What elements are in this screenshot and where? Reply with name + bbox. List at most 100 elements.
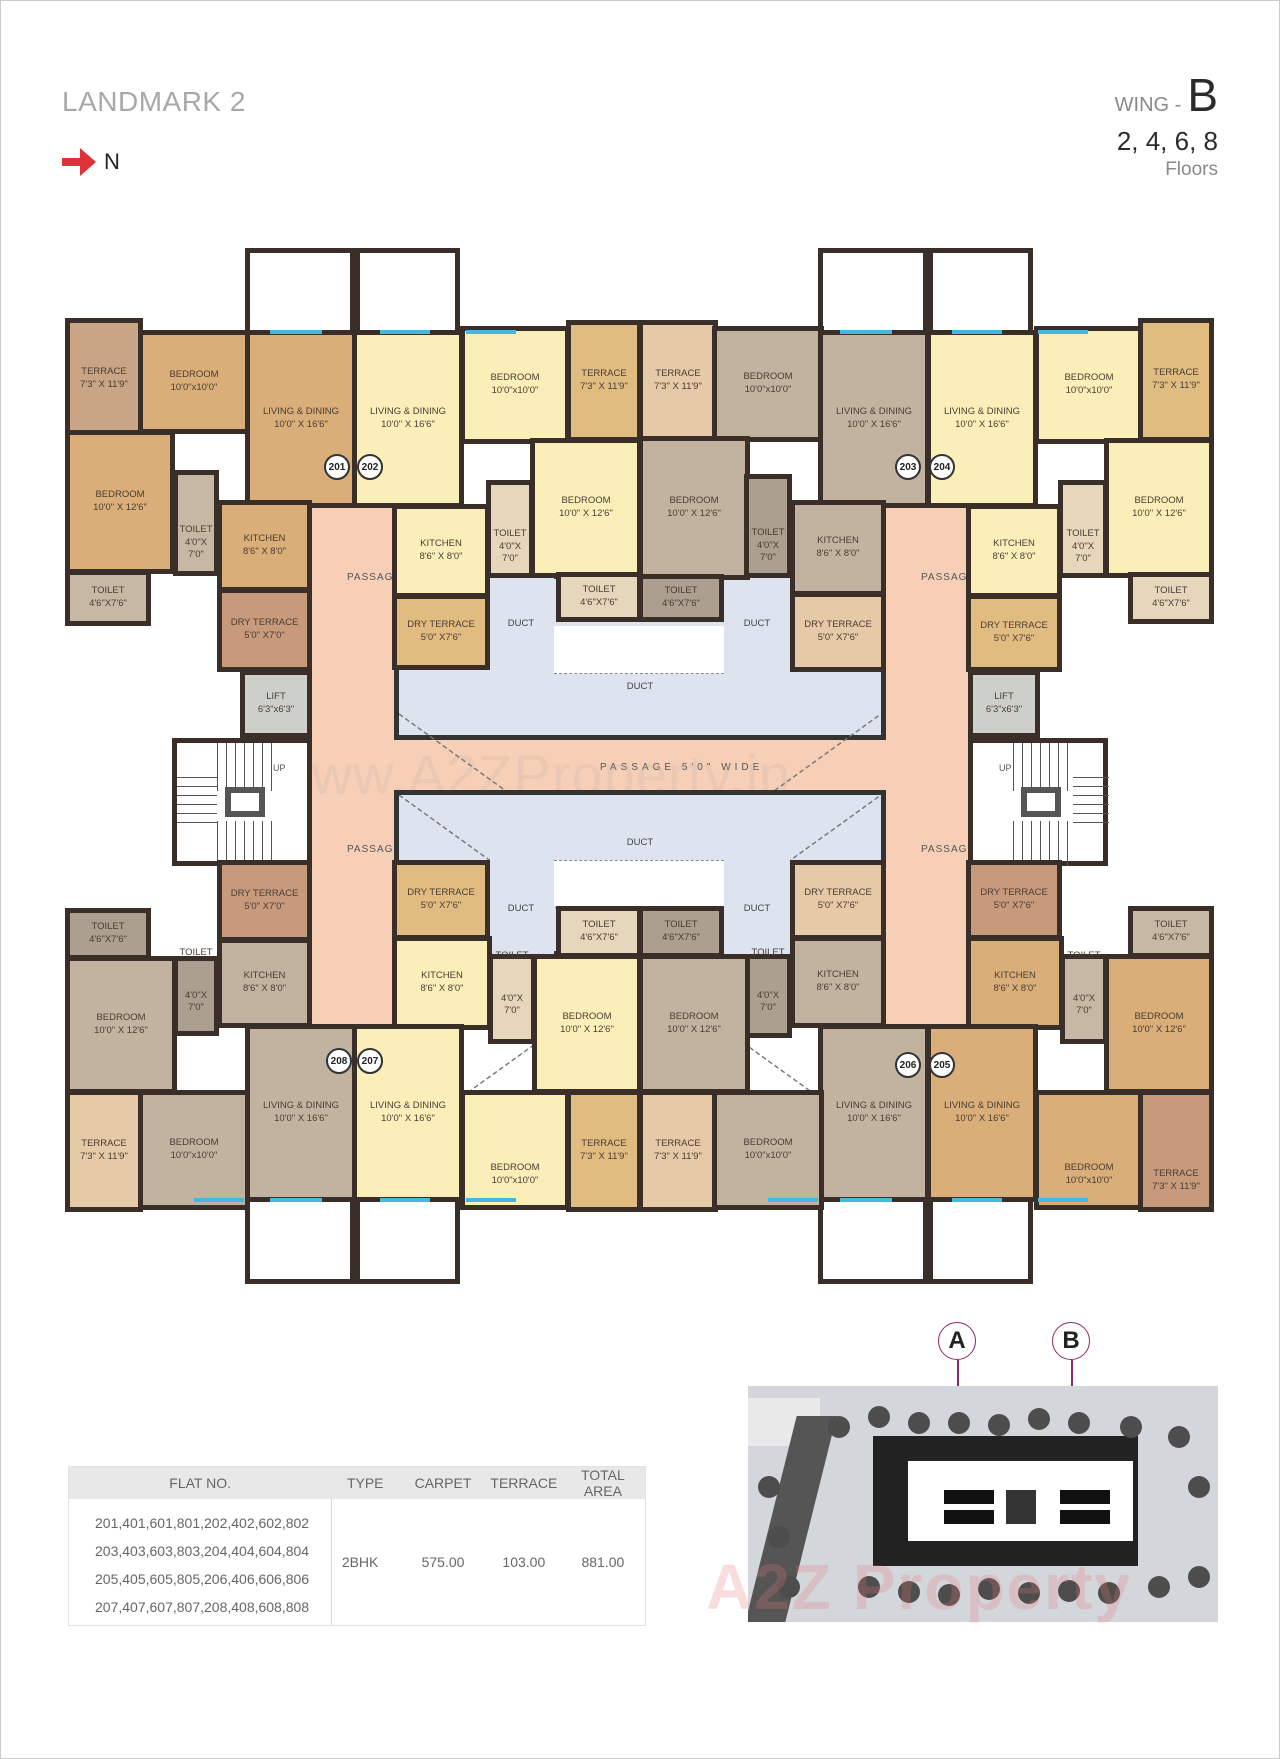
flat-numbers-line: 207,407,607,807,208,408,608,808 [95, 1599, 310, 1615]
room-label: BEDROOM [562, 1011, 612, 1023]
room-label: BEDROOM [743, 371, 793, 383]
duct-small-1: DUCT [488, 574, 554, 674]
staircase-right: UP [968, 738, 1109, 866]
wing-info: WING - B 2, 4, 6, 8 Floors [1115, 72, 1218, 181]
room-size: 5'0" X7'0" [244, 630, 285, 641]
window [270, 1198, 322, 1202]
open-shaft-bottom [554, 860, 724, 906]
room-label: TOILET [179, 523, 213, 535]
room-size: 4'0"X 7'0" [1071, 540, 1095, 565]
room-size: 7'3" X 11'9" [80, 1151, 128, 1162]
room-size: 8'6" X 8'0" [816, 982, 860, 993]
tree-icon [828, 1416, 850, 1438]
tree-icon [1188, 1476, 1210, 1498]
room-label: LIVING & DINING [369, 1100, 446, 1112]
balcony-208 [245, 1198, 355, 1284]
room-label: LIVING & DINING [835, 1100, 912, 1112]
room-label: BEDROOM [95, 489, 145, 501]
room-size: 10'0" X 16'6" [274, 419, 328, 430]
room-size: 10'0" X 16'6" [274, 1113, 328, 1124]
carpet-cell: 575.00 [421, 1554, 465, 1570]
room-label: LIFT [266, 691, 286, 703]
room-size: 7'3" X 11'9" [80, 379, 128, 390]
room-label: KITCHEN [421, 970, 463, 982]
passage-center [394, 734, 886, 790]
room-size: 10'0" X 16'6" [381, 1113, 435, 1124]
room-label: TERRACE [81, 366, 127, 378]
room-label: LIVING & DINING [943, 406, 1020, 418]
room-label: DRY TERRACE [407, 619, 475, 631]
room-size: 4'6"X7'6" [580, 932, 618, 943]
duct-small-3: DUCT [488, 860, 554, 958]
wing-letter: B [1187, 69, 1218, 121]
flat-badge-201: 201 [324, 454, 350, 480]
flat-numbers-line: 203,403,603,803,204,404,604,804 [95, 1543, 310, 1559]
room-label: TERRACE [581, 1138, 627, 1150]
room-label: DRY TERRACE [407, 887, 475, 899]
key-marker-a: A [938, 1322, 976, 1360]
room-label: DRY TERRACE [980, 887, 1048, 899]
room-size: 10'0" X 16'6" [381, 419, 435, 430]
room-label: TOILET [91, 585, 125, 597]
room-size: 7'3" X 11'9" [1152, 380, 1200, 391]
floors-label: Floors [1165, 159, 1218, 180]
tree-icon [1120, 1416, 1142, 1438]
room-label: LIVING & DINING [835, 406, 912, 418]
room-size: 10'0" X 12'6" [667, 508, 721, 519]
room-size: 8'6" X 8'0" [992, 551, 1036, 562]
col-total-area: TOTAL AREA [560, 1466, 646, 1499]
room-label: TOILET [179, 946, 213, 958]
stair-up-label: UP [999, 763, 1012, 773]
room-size: 10'0"x10'0" [744, 1150, 792, 1161]
room-label: BEDROOM [1064, 1162, 1114, 1174]
room-size: 10'0" X 12'6" [1132, 508, 1186, 519]
tree-icon [1148, 1576, 1170, 1598]
room-label: TERRACE [81, 1138, 127, 1150]
room-size: 8'6" X 8'0" [816, 548, 860, 559]
flat-badge-205: 205 [929, 1052, 955, 1078]
room-label: BEDROOM [490, 1162, 540, 1174]
tree-icon [898, 1581, 920, 1603]
room-size: 8'6" X 8'0" [993, 983, 1037, 994]
col-type: TYPE [331, 1466, 400, 1499]
wing-b-shape [1060, 1490, 1110, 1504]
col-carpet: CARPET [399, 1466, 487, 1499]
flat-badge-208: 208 [326, 1048, 352, 1074]
room-size: 5'0" X7'6" [817, 632, 859, 643]
north-indicator: N [62, 148, 120, 176]
central-core-shape [1006, 1490, 1036, 1524]
duct-label: DUCT [626, 836, 654, 848]
room-size: 7'3" X 11'9" [1152, 1181, 1200, 1192]
flat-numbers-cell: 201,401,601,801,202,402,602,802 203,403,… [68, 1499, 332, 1626]
window [466, 330, 516, 334]
balcony-204 [928, 248, 1033, 333]
room-size: 4'6"X7'6" [1152, 932, 1190, 943]
tree-icon [858, 1576, 880, 1598]
room-label: DRY TERRACE [804, 619, 872, 631]
room-label: BEDROOM [490, 372, 540, 384]
passage-label-left-top: PASSAGE [347, 570, 400, 586]
room-label: BEDROOM [561, 495, 611, 507]
